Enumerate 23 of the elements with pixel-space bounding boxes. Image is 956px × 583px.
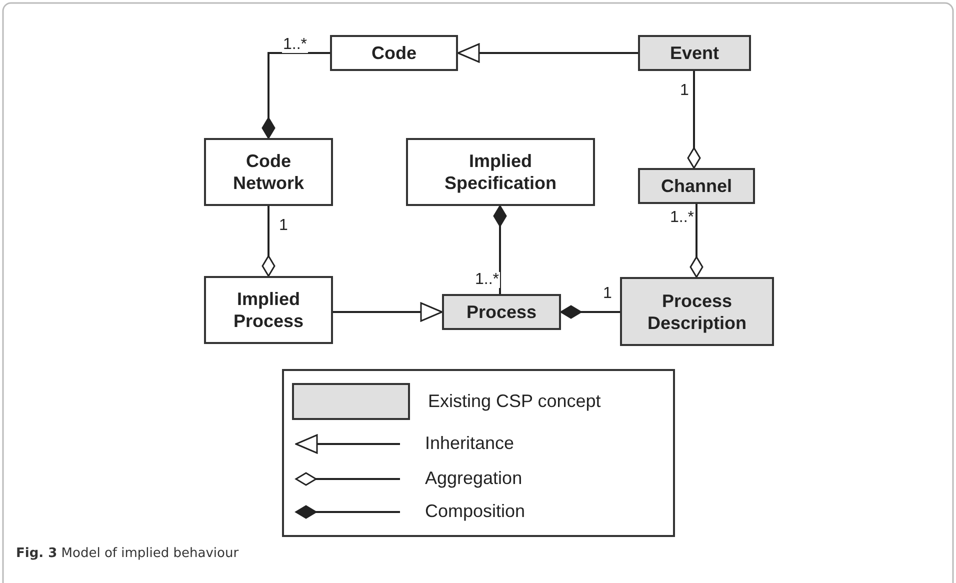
class-box: Code: [330, 35, 458, 71]
association-line: [560, 305, 620, 319]
class-box: Channel: [638, 168, 755, 204]
class-box: Process: [442, 294, 561, 330]
class-box: Code Network: [204, 138, 333, 206]
class-box: Event: [638, 35, 751, 71]
inheritance-arrow: [457, 43, 638, 63]
association-line: [493, 205, 507, 294]
association-line: [690, 204, 704, 278]
legend-text: Existing CSP concept: [428, 391, 601, 412]
multiplicity-label: 1..*: [474, 272, 500, 288]
legend-text: Inheritance: [425, 433, 514, 454]
class-box: Implied Specification: [406, 138, 595, 206]
class-box: Implied Process: [204, 276, 333, 344]
class-box: Process Description: [620, 277, 774, 346]
inheritance-arrow: [333, 302, 443, 322]
figure-caption: Fig. 3 Model of implied behaviour: [16, 546, 239, 561]
association-line: [262, 206, 276, 277]
association-line: [687, 71, 701, 169]
association-line: [262, 52, 330, 139]
legend-text: Composition: [425, 501, 526, 522]
legend-text: Aggregation: [425, 468, 522, 489]
multiplicity-label: 1..*: [282, 37, 308, 53]
